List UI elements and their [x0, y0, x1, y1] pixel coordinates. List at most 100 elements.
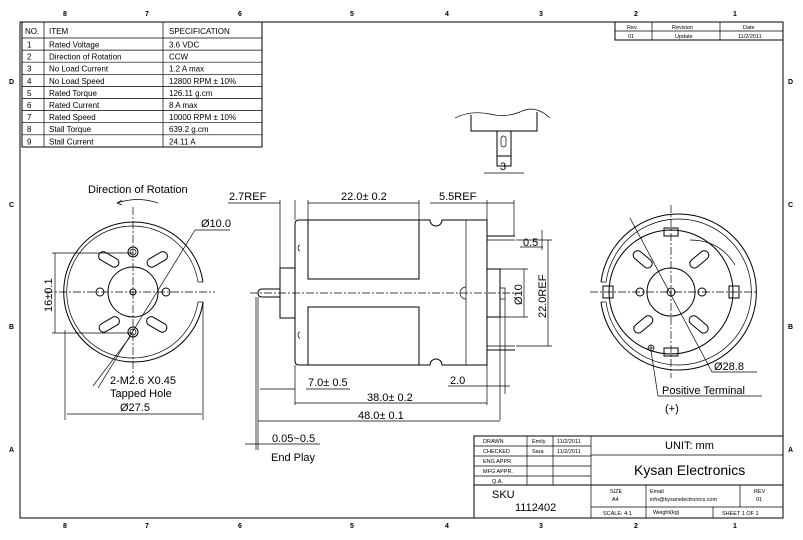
cell-spec: CCW: [169, 53, 189, 62]
table-row: 2 Direction of Rotation CCW: [27, 53, 189, 62]
positive-terminal-sign: (+): [665, 403, 679, 415]
tapped-hole-callout: 2-M2.6 X0.45: [110, 375, 176, 387]
size-label: SIZE: [610, 489, 623, 495]
unit-label: UNIT: mm: [665, 440, 714, 452]
cell-item: Stall Torque: [49, 125, 92, 134]
body-length-dim: 38.0± 0.2: [367, 392, 413, 404]
rev-label: REV: [754, 489, 766, 495]
cell-item: Stall Current: [49, 137, 94, 146]
rotation-arrow-icon: [116, 199, 159, 204]
zone-left-a: A: [9, 447, 14, 454]
revision-table: Rev. Revision Date 01 Update 11/2/2011: [614, 21, 784, 41]
title-block: DRAWN Emily 11/2/2011 CHECKED Sara 11/2/…: [473, 435, 784, 519]
center-dia-dim: Ø10.0: [201, 218, 231, 230]
drawn-by: Emily: [532, 439, 546, 445]
cell-no: 7: [27, 113, 32, 122]
company-name: Kysan Electronics: [634, 462, 745, 478]
zone-bottom-3: 3: [539, 523, 543, 530]
checked-date: 11/2/2011: [557, 449, 581, 455]
zone-bottom-6: 6: [238, 523, 242, 530]
outer-dia-dim: Ø27.5: [120, 402, 150, 414]
sku-label: SKU: [492, 489, 515, 501]
cell-item: Direction of Rotation: [49, 53, 121, 62]
zone-right-c: C: [788, 202, 793, 209]
zone-right-b: B: [788, 324, 793, 331]
cell-spec: 126.11 g.cm: [169, 89, 213, 98]
zone-top-3: 3: [539, 11, 543, 18]
cell-no: 2: [27, 53, 32, 62]
weight-label: Weight(kg): [653, 510, 680, 516]
zone-right-d: D: [788, 79, 793, 86]
date-header: Date: [743, 25, 755, 31]
shaft-detail: 3: [454, 108, 551, 174]
mfg-appr-label: MFG APPR.: [483, 469, 513, 475]
cell-spec: 8 A max: [169, 101, 197, 110]
drawing-border: [19, 21, 784, 519]
side-view: 2.7REF 22.0± 0.2 5.5REF 0.5 Ø10 22.0REF …: [228, 191, 552, 464]
zone-left-b: B: [9, 324, 14, 331]
zone-top-4: 4: [445, 11, 449, 18]
date-value: 11/2/2011: [738, 34, 762, 40]
boss-dia-dim: Ø10: [513, 284, 525, 305]
revision-value: Update: [675, 34, 693, 40]
zone-top-1: 1: [733, 11, 737, 18]
zone-left-d: D: [9, 79, 14, 86]
zone-bottom-4: 4: [445, 523, 449, 530]
cell-spec: 24.11 A: [169, 137, 196, 146]
positive-terminal-label: Positive Terminal: [662, 385, 745, 397]
zone-bottom-2: 2: [634, 523, 638, 530]
header-no: NO.: [25, 27, 39, 36]
cell-item: No Load Current: [49, 65, 109, 74]
cell-item: Rated Torque: [49, 89, 97, 98]
header-spec: SPECIFICATION: [169, 27, 230, 36]
rev-value: 01: [628, 34, 634, 40]
front-view: Direction of Rotation 16±0.1 Ø10.0 2-M2.…: [43, 184, 231, 420]
flange-ref-dim: 2.7REF: [229, 191, 267, 203]
qa-label: Q.A.: [492, 479, 503, 485]
shaft-width-dim: 3: [500, 161, 506, 173]
eng-appr-label: ENG APPR.: [483, 459, 513, 465]
zone-bottom-1: 1: [733, 523, 737, 530]
zone-markers: 8 7 6 5 4 3 2 1 8 7 6 5 4 3 2 1 D C B A …: [9, 11, 793, 530]
shaft-length-dim: 7.0± 0.5: [308, 377, 348, 389]
drawn-label: DRAWN: [483, 439, 504, 445]
zone-bottom-7: 7: [145, 523, 149, 530]
email-value: info@kysanelectronics.com: [650, 497, 717, 503]
revision-header: Revision: [672, 25, 693, 31]
size-value: A4: [612, 497, 619, 503]
cell-no: 6: [27, 101, 32, 110]
zone-top-5: 5: [350, 11, 354, 18]
zone-top-8: 8: [63, 11, 67, 18]
magnet-length-dim: 22.0± 0.2: [341, 191, 387, 203]
rear-view: Ø28.8 Positive Terminal (+): [590, 205, 762, 415]
zone-bottom-8: 8: [63, 523, 67, 530]
hole-spacing-dim: 16±0.1: [43, 278, 55, 312]
terminal-thickness-dim: 0.5: [523, 237, 538, 249]
cell-no: 3: [27, 65, 32, 74]
zone-top-7: 7: [145, 11, 149, 18]
end-play-label: End Play: [271, 452, 316, 464]
end-play-dim: 0.05~0.5: [272, 433, 315, 445]
height-ref-dim: 22.0REF: [537, 274, 549, 318]
rev-value-tb: 01: [756, 497, 762, 503]
rev-header: Rev.: [627, 25, 638, 31]
cell-no: 8: [27, 125, 32, 134]
zone-top-6: 6: [238, 11, 242, 18]
cell-item: No Load Speed: [49, 77, 105, 86]
rear-dia-dim: Ø28.8: [714, 361, 744, 373]
cap-ref-dim: 5.5REF: [439, 191, 477, 203]
cell-no: 1: [27, 41, 32, 50]
sku-value: 1112402: [515, 502, 556, 514]
header-item: ITEM: [49, 27, 68, 36]
cell-spec: 10000 RPM ± 10%: [169, 113, 236, 122]
zone-right-a: A: [788, 447, 793, 454]
